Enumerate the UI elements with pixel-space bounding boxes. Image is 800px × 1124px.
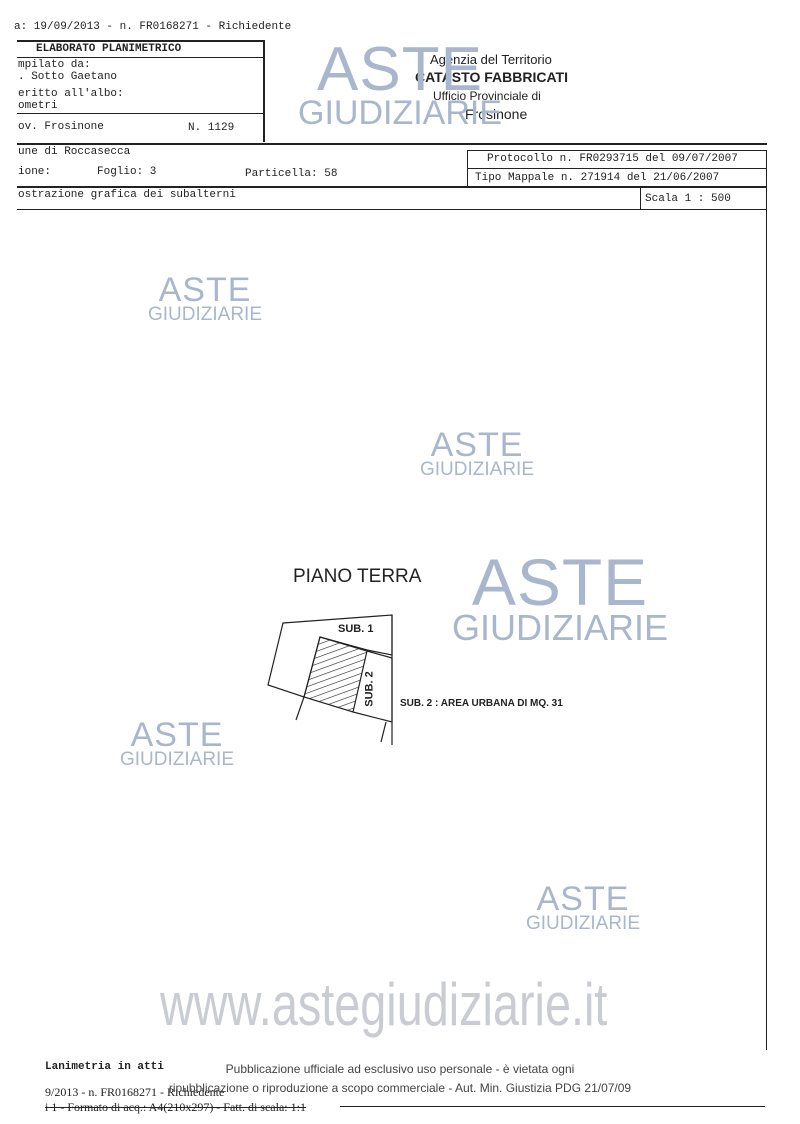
sub2-area (352, 650, 393, 723)
planimetry-note: Lanimetria in atti (45, 1061, 164, 1073)
frame-border (766, 150, 767, 1050)
scale: Scala 1 : 500 (645, 193, 731, 205)
divider (17, 113, 265, 114)
map-type: Tipo Mappale n. 271914 del 21/06/2007 (475, 172, 720, 184)
publication-notice: ripubblicazione o riproduzione a scopo c… (168, 1081, 632, 1095)
divider (17, 209, 767, 210)
publication-notice: Pubblicazione ufficiale ad esclusivo uso… (225, 1062, 575, 1076)
parcel: Particella: 58 (245, 168, 338, 180)
divider (263, 40, 265, 142)
municipality: une di Roccasecca (18, 146, 131, 158)
sub1-label: SUB. 1 (338, 623, 374, 635)
boundary-line (295, 696, 305, 721)
section: ione: (18, 166, 52, 178)
compiled-by-label: mpilato da: (18, 59, 91, 71)
province: ov. Frosinone (18, 121, 104, 133)
footer-format: i 1 - Formato di acq.: A4(210x297) - Fat… (45, 1100, 306, 1114)
register-number: N. 1129 (188, 122, 235, 134)
divider (467, 150, 767, 151)
register-label: eritto all'albo: (18, 88, 124, 100)
protocol: Protocollo n. FR0293715 del 09/07/2007 (487, 153, 738, 165)
register-value: ometri (18, 100, 58, 112)
divider (640, 188, 641, 210)
divider (17, 57, 265, 58)
agency-department: CATASTO FABBRICATI (415, 69, 568, 85)
divider (17, 40, 265, 42)
agency-city: Frosinone (465, 106, 528, 122)
boundary-line (380, 721, 387, 743)
footer-request: 9/2013 - n. FR0168271 - Richiedente (45, 1085, 225, 1099)
compiled-by-name: . Sotto Gaetano (18, 71, 118, 83)
divider (467, 168, 767, 169)
request-header: a: 19/09/2013 - n. FR0168271 - Richieden… (14, 21, 292, 33)
divider (17, 143, 767, 145)
agency-office: Ufficio Provinciale di (433, 89, 541, 103)
sheet: Foglio: 3 (97, 166, 157, 178)
floor-title: PIANO TERRA (293, 566, 422, 587)
sub1-hatched-area (303, 636, 368, 713)
divider (17, 186, 767, 188)
graphic-demonstration: ostrazione grafica dei subalterni (18, 189, 236, 201)
sub2-label: SUB. 2 (363, 671, 376, 707)
watermark-site: www.astegiudiziarie.it (160, 971, 608, 1038)
sub2-legend: SUB. 2 : AREA URBANA DI MQ. 31 (400, 698, 563, 709)
document-title: ELABORATO PLANIMETRICO (36, 43, 182, 55)
agency-name: Agenzia del Territorio (430, 52, 552, 67)
divider (340, 1106, 765, 1107)
